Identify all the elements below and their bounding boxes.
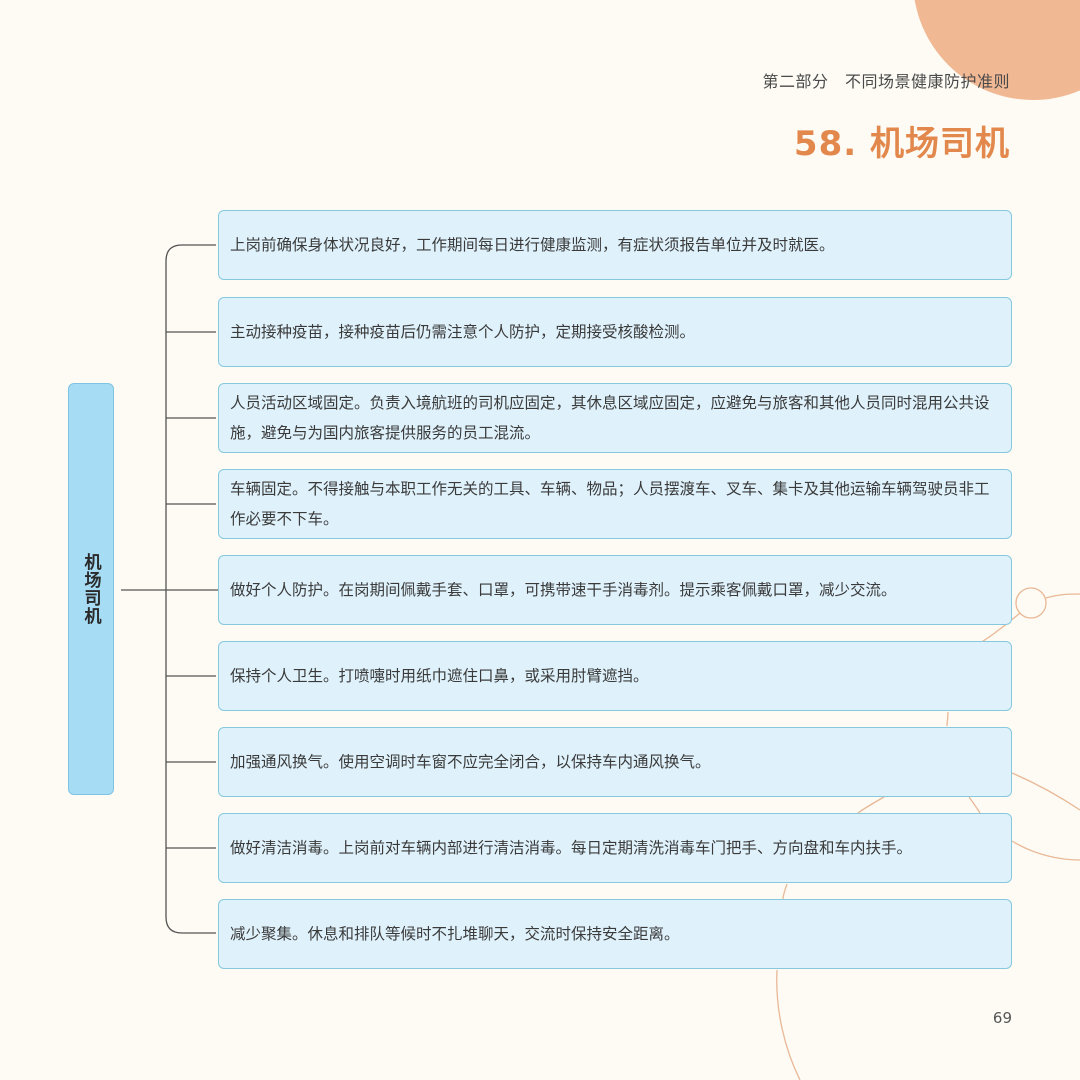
item-text: 车辆固定。不得接触与本职工作无关的工具、车辆、物品；人员摆渡车、叉车、集卡及其他… — [230, 480, 990, 528]
item-text: 主动接种疫苗，接种疫苗后仍需注意个人防护，定期接受核酸检测。 — [230, 323, 696, 341]
item-text: 减少聚集。休息和排队等候时不扎堆聊天，交流时保持安全距离。 — [230, 925, 680, 943]
guideline-item-ventilation: 加强通风换气。使用空调时车窗不应完全闭合，以保持车内通风换气。 — [218, 727, 1012, 797]
mindmap-root-node: 机场司机 — [68, 383, 114, 795]
guideline-item-vaccination: 主动接种疫苗，接种疫苗后仍需注意个人防护，定期接受核酸检测。 — [218, 297, 1012, 367]
guideline-item-hygiene: 保持个人卫生。打喷嚏时用纸巾遮住口鼻，或采用肘臂遮挡。 — [218, 641, 1012, 711]
root-label: 机场司机 — [80, 553, 101, 625]
item-text: 上岗前确保身体状况良好，工作期间每日进行健康监测，有症状须报告单位并及时就医。 — [230, 236, 835, 254]
page-title: 58. 机场司机 — [793, 124, 1010, 164]
section-label: 第二部分 不同场景健康防护准则 — [762, 72, 1010, 91]
guideline-item-disinfection: 做好清洁消毒。上岗前对车辆内部进行清洁消毒。每日定期清洗消毒车门把手、方向盘和车… — [218, 813, 1012, 883]
guideline-item-reduce-gathering: 减少聚集。休息和排队等候时不扎堆聊天，交流时保持安全距离。 — [218, 899, 1012, 969]
item-text: 保持个人卫生。打喷嚏时用纸巾遮住口鼻，或采用肘臂遮挡。 — [230, 667, 649, 685]
guideline-item-fixed-area: 人员活动区域固定。负责入境航班的司机应固定，其休息区域应固定，应避免与旅客和其他… — [218, 383, 1012, 453]
item-text: 做好清洁消毒。上岗前对车辆内部进行清洁消毒。每日定期清洗消毒车门把手、方向盘和车… — [230, 839, 913, 857]
item-text: 加强通风换气。使用空调时车窗不应完全闭合，以保持车内通风换气。 — [230, 753, 711, 771]
guideline-item-health-monitoring: 上岗前确保身体状况良好，工作期间每日进行健康监测，有症状须报告单位并及时就医。 — [218, 210, 1012, 280]
item-text: 人员活动区域固定。负责入境航班的司机应固定，其休息区域应固定，应避免与旅客和其他… — [230, 394, 990, 442]
guideline-item-personal-protection: 做好个人防护。在岗期间佩戴手套、口罩，可携带速干手消毒剂。提示乘客佩戴口罩，减少… — [218, 555, 1012, 625]
item-text: 做好个人防护。在岗期间佩戴手套、口罩，可携带速干手消毒剂。提示乘客佩戴口罩，减少… — [230, 581, 897, 599]
guideline-item-fixed-vehicle: 车辆固定。不得接触与本职工作无关的工具、车辆、物品；人员摆渡车、叉车、集卡及其他… — [218, 469, 1012, 539]
page-number: 69 — [992, 1009, 1012, 1027]
